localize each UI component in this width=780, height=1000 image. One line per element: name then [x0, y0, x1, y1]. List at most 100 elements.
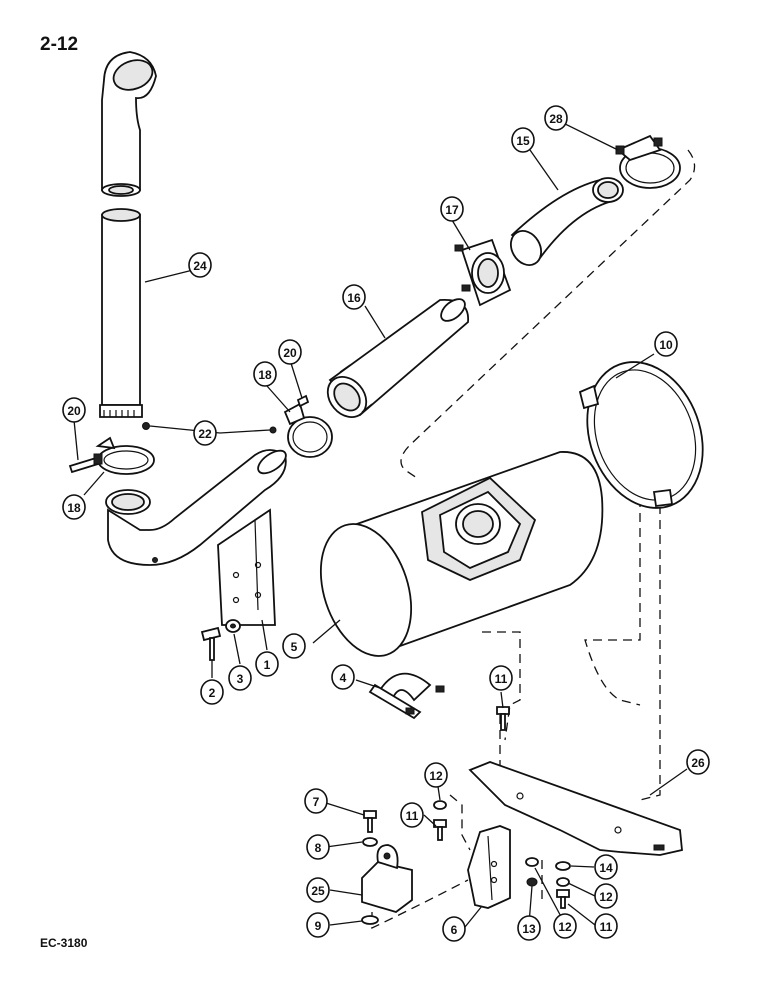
callout-circle [424, 762, 448, 788]
callout-circle [489, 665, 513, 691]
part-15-elbow [510, 177, 624, 266]
callout-label: 22 [198, 427, 212, 441]
callout-label: 20 [67, 404, 81, 418]
callout-label: 13 [522, 922, 536, 936]
callout-8: 8 [306, 834, 330, 860]
bolt-2 [200, 626, 222, 661]
callout-circle [255, 651, 279, 677]
callout-label: 9 [315, 919, 322, 933]
callout-circle [331, 664, 355, 690]
callout-circle [517, 915, 541, 941]
callout-label: 6 [451, 923, 458, 937]
part-24-exhaust-stack [99, 51, 157, 418]
callout-3: 3 [228, 665, 252, 691]
callout-circle [200, 679, 224, 705]
callout-25: 25 [306, 877, 330, 903]
washer-9 [361, 915, 379, 925]
callout-label: 8 [315, 841, 322, 855]
washer-3 [225, 619, 241, 633]
callout-label: 11 [406, 809, 419, 823]
callout-label: 18 [258, 368, 272, 382]
callout-label: 17 [445, 203, 459, 217]
nut-13 [526, 877, 538, 887]
washer-14 [555, 861, 571, 871]
callout-2: 2 [200, 679, 224, 705]
callout-label: 24 [193, 259, 207, 273]
part-6-bracket [467, 825, 511, 909]
part-18-right-clamp [283, 394, 333, 458]
part-18-left-clamp [68, 436, 155, 475]
part-28-clamp [615, 134, 681, 189]
callout-circle [306, 834, 330, 860]
callout-label: 20 [283, 346, 297, 360]
callout-11: 11 [594, 913, 618, 939]
washer-8 [362, 837, 378, 847]
callout-label: 28 [549, 112, 563, 126]
callout-circle [553, 913, 577, 939]
callout-label: 10 [659, 338, 673, 352]
part-25-mount-bracket [361, 844, 413, 913]
callout-circle [594, 913, 618, 939]
callout-label: 15 [516, 134, 530, 148]
callout-label: 3 [237, 672, 244, 686]
callout-leader-lines [73, 117, 688, 928]
callout-circle [228, 665, 252, 691]
callout-26: 26 [686, 749, 710, 775]
callout-15: 15 [511, 127, 535, 153]
part-5-muffler [319, 451, 604, 657]
nut-22-left [142, 422, 150, 430]
callout-label: 2 [209, 686, 216, 700]
callout-18: 18 [62, 494, 86, 520]
callout-circle [193, 420, 217, 446]
callout-label: 4 [340, 671, 347, 685]
part-10-muffler-strap [578, 361, 704, 509]
callout-circle [686, 749, 710, 775]
callout-circle [62, 494, 86, 520]
callout-circle [440, 196, 464, 222]
callout-circle [304, 788, 328, 814]
callout-circle [253, 361, 277, 387]
assembly-dashed-lines [371, 149, 696, 930]
callout-label: 26 [691, 756, 705, 770]
callout-label: 5 [291, 640, 298, 654]
callout-circle [442, 916, 466, 942]
washer-12-mid [525, 857, 539, 867]
callout-16: 16 [342, 284, 366, 310]
washer-12-right [556, 877, 570, 887]
callout-circle [654, 331, 678, 357]
callout-label: 11 [495, 672, 508, 686]
callout-12: 12 [594, 883, 618, 909]
page-number: 2-12 [40, 34, 79, 55]
callout-circle [278, 339, 302, 365]
callout-4: 4 [331, 664, 355, 690]
nut-22-right [269, 426, 277, 434]
callout-circle [62, 397, 86, 423]
callout-label: 12 [558, 920, 572, 934]
callout-9: 9 [306, 912, 330, 938]
callout-11: 11 [489, 665, 513, 691]
callout-17: 17 [440, 196, 464, 222]
callout-label: 12 [429, 769, 443, 783]
callout-6: 6 [442, 916, 466, 942]
callout-label: 16 [347, 291, 361, 305]
callout-12: 12 [424, 762, 448, 788]
callout-20: 20 [278, 339, 302, 365]
callout-7: 7 [304, 788, 328, 814]
callout-28: 28 [544, 105, 568, 131]
callout-1: 1 [255, 651, 279, 677]
callout-12: 12 [553, 913, 577, 939]
callout-label: 12 [599, 890, 613, 904]
callout-5: 5 [282, 633, 306, 659]
callout-22: 22 [193, 420, 217, 446]
callout-14: 14 [594, 854, 618, 880]
part-26-support-plate [468, 761, 683, 856]
bolt-7 [363, 810, 377, 833]
callout-20: 20 [62, 397, 86, 423]
callout-circle [594, 883, 618, 909]
callout-24: 24 [188, 252, 212, 278]
part-4-u-bolt [368, 672, 445, 720]
callout-circle [306, 912, 330, 938]
callout-circle [511, 127, 535, 153]
